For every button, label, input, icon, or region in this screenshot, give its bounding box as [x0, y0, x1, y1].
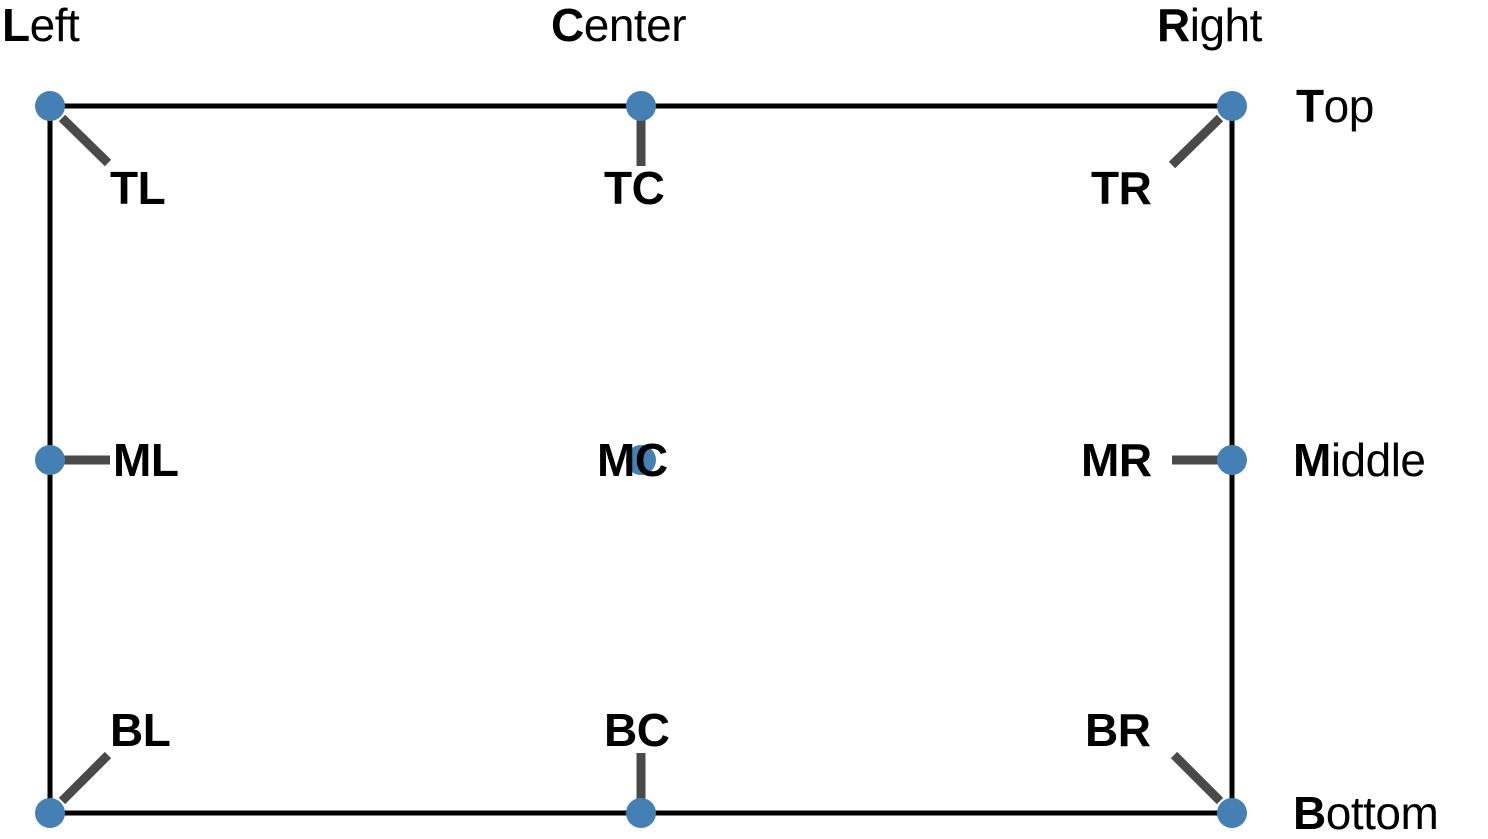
node-dot-bc[interactable]	[626, 798, 656, 828]
node-dot-tl[interactable]	[35, 91, 65, 121]
axis-label-left: Left	[2, 0, 80, 51]
axis-label-left-rest: eft	[29, 0, 80, 51]
anchor-label-bl: BL	[110, 704, 171, 756]
anchor-label-br: BR	[1085, 704, 1151, 756]
node-dot-tc[interactable]	[626, 91, 656, 121]
anchor-label-tr: TR	[1091, 162, 1152, 214]
axis-label-bottom-initial: B	[1293, 787, 1326, 839]
anchor-label-tc: TC	[604, 162, 665, 214]
axis-label-middle-initial: M	[1293, 434, 1331, 486]
axis-label-right-initial: R	[1157, 0, 1190, 51]
connector-tr	[1168, 114, 1224, 169]
connector-br	[1170, 751, 1224, 805]
axis-label-top: Top	[1296, 83, 1374, 129]
axis-label-center-initial: C	[551, 0, 584, 51]
axis-label-middle-rest: iddle	[1330, 434, 1426, 486]
node-dot-br[interactable]	[1217, 798, 1247, 828]
node-dot-bl[interactable]	[35, 798, 65, 828]
axis-label-middle: Middle	[1293, 437, 1426, 483]
node-dot-tr[interactable]	[1217, 91, 1247, 121]
anchor-label-mr: MR	[1081, 434, 1152, 486]
axis-label-bottom-rest: ottom	[1325, 787, 1439, 839]
axis-label-center-rest: enter	[583, 0, 687, 51]
node-dot-ml[interactable]	[35, 445, 65, 475]
connector-bl	[58, 751, 112, 805]
connector-tl	[58, 114, 112, 167]
axis-label-center: Center	[551, 0, 687, 51]
anchor-label-tl: TL	[110, 162, 166, 214]
axis-label-top-rest: op	[1323, 80, 1375, 132]
node-dots	[35, 91, 1247, 828]
connector-lines	[58, 114, 1224, 805]
anchor-label-ml: ML	[113, 434, 179, 486]
axis-label-bottom: Bottom	[1293, 787, 1439, 839]
node-dot-mc[interactable]	[626, 445, 656, 475]
anchor-label-mc: MC	[597, 434, 668, 486]
axis-label-right: Right	[1157, 2, 1262, 48]
node-dot-mr[interactable]	[1217, 445, 1247, 475]
anchor-label-bc: BC	[604, 704, 670, 756]
axis-label-top-initial: T	[1296, 80, 1324, 132]
axis-label-left-initial: L	[2, 0, 30, 51]
axis-label-right-rest: ight	[1189, 0, 1263, 51]
